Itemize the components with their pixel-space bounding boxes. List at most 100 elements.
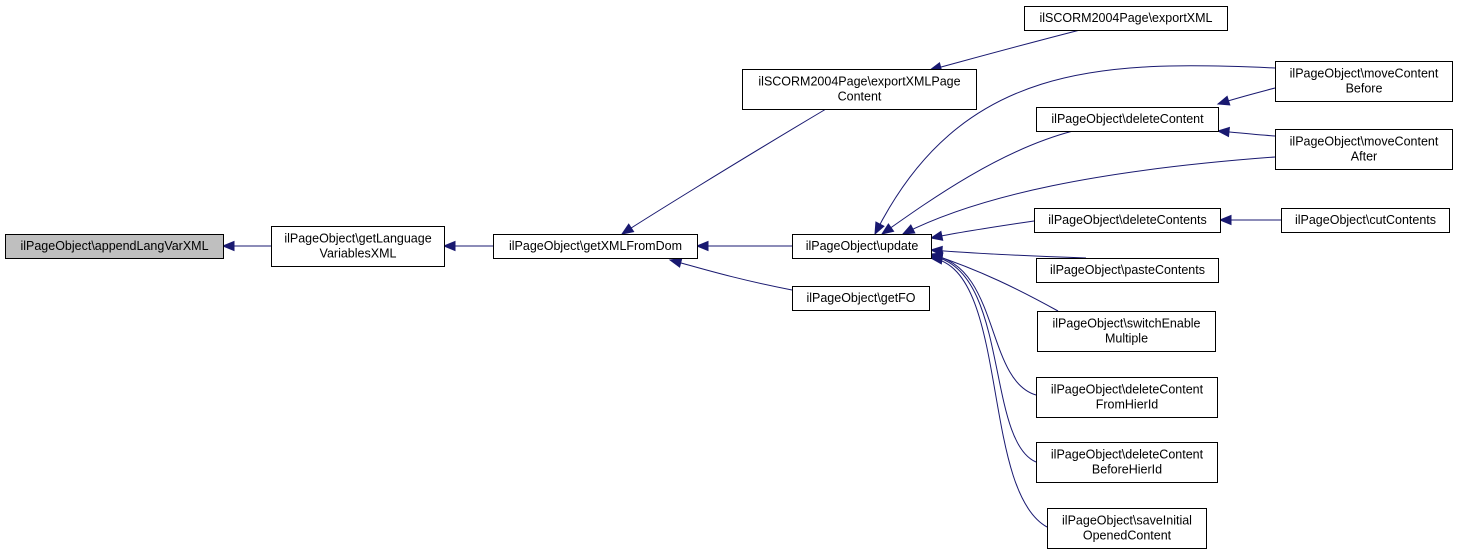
node-update[interactable]: ilPageObject\update bbox=[792, 234, 932, 259]
node-box[interactable] bbox=[493, 234, 698, 259]
node-label: FromHierId bbox=[1096, 398, 1159, 412]
edge-line bbox=[930, 254, 1037, 396]
node-label: OpenedContent bbox=[1083, 529, 1172, 543]
arrow-head-icon bbox=[929, 254, 944, 265]
edge-moveContentAfter-to-deleteContent bbox=[1216, 126, 1276, 138]
node-label: ilPageObject\getFO bbox=[806, 291, 915, 305]
edge-line bbox=[669, 259, 793, 291]
edge-deleteContent-to-update bbox=[880, 130, 1074, 235]
node-label: ilPageObject\deleteContents bbox=[1048, 213, 1206, 227]
node-label: ilPageObject\getLanguage bbox=[284, 232, 431, 246]
node-pasteContents[interactable]: ilPageObject\pasteContents bbox=[1036, 258, 1219, 283]
node-label: VariablesXML bbox=[320, 247, 397, 261]
node-label: ilPageObject\deleteContent bbox=[1051, 112, 1204, 126]
node-label: ilSCORM2004Page\exportXMLPage bbox=[758, 75, 960, 89]
node-exportXML[interactable]: ilSCORM2004Page\exportXML bbox=[1024, 6, 1228, 31]
node-box[interactable] bbox=[1024, 6, 1228, 31]
node-box[interactable] bbox=[1036, 258, 1219, 283]
node-box[interactable] bbox=[1036, 377, 1218, 418]
node-label: ilPageObject\deleteContent bbox=[1051, 448, 1204, 462]
node-label: Content bbox=[838, 90, 882, 104]
node-label: ilPageObject\moveContent bbox=[1290, 135, 1439, 149]
edge-deleteContentBeforeHierId-to-update bbox=[929, 252, 1037, 463]
node-label: ilPageObject\moveContent bbox=[1290, 67, 1439, 81]
node-box[interactable] bbox=[1036, 107, 1219, 132]
node-box[interactable] bbox=[1275, 129, 1453, 170]
arrow-head-icon bbox=[442, 240, 456, 252]
node-box[interactable] bbox=[742, 69, 977, 110]
arrow-head-icon bbox=[1216, 95, 1231, 106]
node-box[interactable] bbox=[792, 234, 932, 259]
edge-getXMLFromDom-to-getLanguageVariablesXML bbox=[442, 240, 493, 252]
edge-line bbox=[881, 130, 1074, 235]
edge-getFO-to-getXMLFromDom bbox=[668, 257, 793, 291]
node-label: ilPageObject\switchEnable bbox=[1053, 317, 1201, 331]
edge-saveInitialOpenedContent-to-update bbox=[929, 254, 1048, 528]
node-cutContents[interactable]: ilPageObject\cutContents bbox=[1281, 208, 1450, 233]
node-label: After bbox=[1351, 150, 1377, 164]
node-deleteContents[interactable]: ilPageObject\deleteContents bbox=[1034, 208, 1221, 233]
node-label: Multiple bbox=[1105, 332, 1148, 346]
nodes-layer: ilPageObject\appendLangVarXML ilPageObjec… bbox=[5, 6, 1453, 549]
node-box[interactable] bbox=[1275, 61, 1453, 102]
node-label: ilSCORM2004Page\exportXML bbox=[1040, 11, 1213, 25]
arrow-head-icon bbox=[874, 221, 885, 236]
arrow-head-icon bbox=[880, 223, 895, 235]
edge-pasteContents-to-update bbox=[929, 245, 1087, 259]
node-appendLangVarXML[interactable]: ilPageObject\appendLangVarXML bbox=[5, 234, 224, 259]
node-label: ilPageObject\deleteContent bbox=[1051, 383, 1204, 397]
edge-moveContentAfter-to-update bbox=[901, 156, 1276, 235]
edge-line bbox=[902, 156, 1276, 235]
edge-line bbox=[929, 29, 1081, 71]
edge-getLanguageVariablesXML-to-appendLangVarXML bbox=[221, 240, 271, 252]
node-box[interactable] bbox=[1047, 508, 1207, 549]
node-label: ilPageObject\getXMLFromDom bbox=[509, 239, 682, 253]
edge-moveContentBefore-to-update bbox=[874, 65, 1276, 236]
node-box[interactable] bbox=[1281, 208, 1450, 233]
node-label: BeforeHierId bbox=[1092, 463, 1162, 477]
arrow-head-icon bbox=[695, 240, 709, 252]
arrow-head-icon bbox=[668, 257, 683, 268]
node-getXMLFromDom[interactable]: ilPageObject\getXMLFromDom bbox=[493, 234, 698, 259]
node-box[interactable] bbox=[792, 286, 930, 311]
arrow-head-icon bbox=[929, 230, 944, 241]
edge-deleteContents-to-update bbox=[929, 220, 1035, 241]
node-box[interactable] bbox=[1036, 442, 1218, 483]
arrow-head-icon bbox=[1218, 214, 1232, 226]
edge-line bbox=[930, 249, 1087, 259]
arrow-head-icon bbox=[1216, 126, 1230, 138]
node-getFO[interactable]: ilPageObject\getFO bbox=[792, 286, 930, 311]
edge-line bbox=[930, 220, 1035, 239]
node-label: Before bbox=[1346, 82, 1383, 96]
node-box[interactable] bbox=[1034, 208, 1221, 233]
node-label: ilPageObject\update bbox=[806, 239, 919, 253]
edge-exportXML-to-exportXMLPageContent bbox=[928, 29, 1081, 73]
node-box[interactable] bbox=[1037, 311, 1216, 352]
node-box[interactable] bbox=[271, 226, 445, 267]
arrow-head-icon bbox=[620, 223, 635, 235]
arrow-head-icon bbox=[901, 224, 916, 235]
edge-update-to-getXMLFromDom bbox=[695, 240, 792, 252]
edges-layer bbox=[221, 29, 1281, 528]
arrow-head-icon bbox=[221, 240, 235, 252]
node-label: ilPageObject\cutContents bbox=[1295, 213, 1436, 227]
edge-line bbox=[621, 108, 827, 235]
node-box[interactable] bbox=[5, 234, 224, 259]
node-deleteContent[interactable]: ilPageObject\deleteContent bbox=[1036, 107, 1219, 132]
edge-moveContentBefore-to-deleteContent bbox=[1216, 87, 1276, 106]
edge-line bbox=[930, 255, 1037, 463]
edge-line bbox=[930, 257, 1048, 528]
node-label: ilPageObject\appendLangVarXML bbox=[20, 239, 208, 253]
node-label: ilPageObject\saveInitial bbox=[1062, 514, 1192, 528]
edge-exportXMLPageContent-to-getXMLFromDom bbox=[620, 108, 827, 235]
edge-cutContents-to-deleteContents bbox=[1218, 214, 1281, 226]
